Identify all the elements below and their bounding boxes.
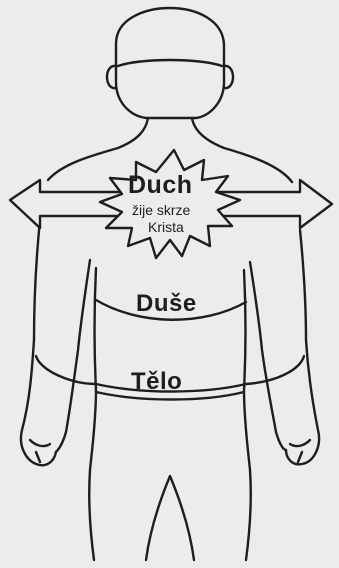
torso-left-side bbox=[90, 268, 96, 470]
right-ear bbox=[224, 66, 233, 88]
body-label: Tělo bbox=[131, 370, 182, 394]
left-ear bbox=[107, 66, 116, 88]
spirit-subtitle-line1: žije skrze bbox=[132, 203, 190, 217]
soul-label: Duše bbox=[136, 292, 197, 316]
right-hand bbox=[290, 440, 310, 462]
left-hand bbox=[30, 440, 50, 462]
right-leg bbox=[246, 470, 251, 560]
right-arm-outer bbox=[286, 230, 319, 464]
torso-right-side bbox=[244, 270, 250, 470]
spirit-subtitle-line2: Krista bbox=[148, 220, 184, 234]
left-arm-outer bbox=[21, 220, 56, 465]
spirit-label: Duch bbox=[128, 173, 193, 198]
right-arm-inner bbox=[250, 262, 286, 450]
left-arm-inner bbox=[56, 260, 90, 452]
inner-legs bbox=[146, 476, 194, 560]
left-leg bbox=[89, 470, 94, 560]
hairline bbox=[118, 60, 222, 66]
